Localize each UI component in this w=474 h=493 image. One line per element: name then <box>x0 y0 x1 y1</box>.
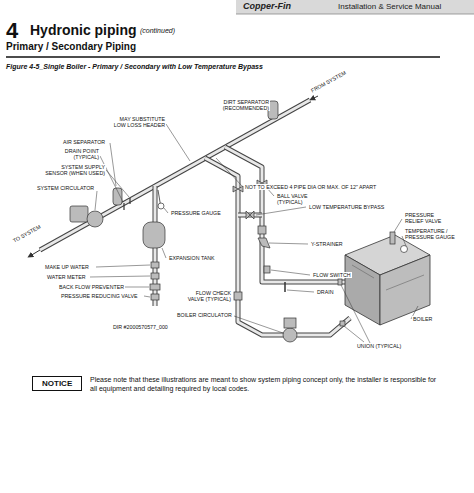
pipes <box>40 100 350 335</box>
continued-note: (continued) <box>140 27 175 35</box>
dimension-note: NOT TO EXCEED 4 PIPE DIA OR MAX. OF 12" … <box>244 184 377 190</box>
header-bar <box>236 0 474 14</box>
drawing-number: DIR #2000570577_000 <box>112 324 169 330</box>
section-number: 4 <box>6 20 18 42</box>
callout-label: BOILER CIRCULATOR <box>176 312 233 318</box>
callout-label: BOILER <box>412 316 433 322</box>
callout-label: PRESSURE GAUGE <box>170 210 222 216</box>
flow-label: TO SYSTEM <box>11 223 42 244</box>
subsection-title: Primary / Secondary Piping <box>6 41 136 53</box>
callout-label: LOW TEMPERATURE BYPASS <box>308 204 385 210</box>
notice-box: NOTICE <box>32 376 82 391</box>
callout-label: DRAIN <box>316 289 334 295</box>
notice-text: Please note that these illustrations are… <box>90 376 442 394</box>
figure-caption: Figure 4-5_Single Boiler - Primary / Sec… <box>6 63 263 71</box>
callout-label: AIR SEPARATOR <box>62 139 106 145</box>
rule <box>6 56 440 58</box>
brand-name: Copper-Fin <box>243 1 291 11</box>
leader-lines <box>90 124 418 345</box>
flow-label: FROM SYSTEM <box>309 69 348 94</box>
callout-label: BACK FLOW PREVENTER <box>58 284 125 290</box>
callout-label: TEMPERATURE / PRESSURE GAUGE <box>404 228 470 240</box>
callout-label: SYSTEM CIRCULATOR <box>36 185 95 191</box>
components <box>70 101 430 342</box>
callout-label: MAKE UP WATER <box>44 264 90 270</box>
callout-label: DIRT SEPARATOR (RECOMMENDED) <box>220 99 270 111</box>
callout-label: FLOW SWITCH <box>312 272 352 278</box>
notice-heading: NOTICE <box>42 379 72 388</box>
callout-label: WATER METER <box>46 274 87 280</box>
callout-label: SYSTEM SUPPLY SENSOR (WHEN USED) <box>40 164 106 176</box>
callout-label: FLOW CHECK VALVE (TYPICAL) <box>180 290 232 302</box>
section-title: Hydronic piping <box>30 22 137 38</box>
callout-label: PRESSURE RELIEF VALVE <box>404 212 454 224</box>
callout-label: Y-STRAINER <box>310 241 344 247</box>
manual-title: Installation & Service Manual <box>338 2 441 11</box>
callout-label: MAY SUBSTITUTE LOW LOSS HEADER <box>112 116 166 128</box>
callout-label: EXPANSION TANK <box>168 255 216 261</box>
callout-label: PRESSURE REDUCING VALVE <box>60 293 139 299</box>
callout-label: DRAIN POINT (TYPICAL) <box>58 148 100 160</box>
callout-label: UNION (TYPICAL) <box>356 343 402 349</box>
